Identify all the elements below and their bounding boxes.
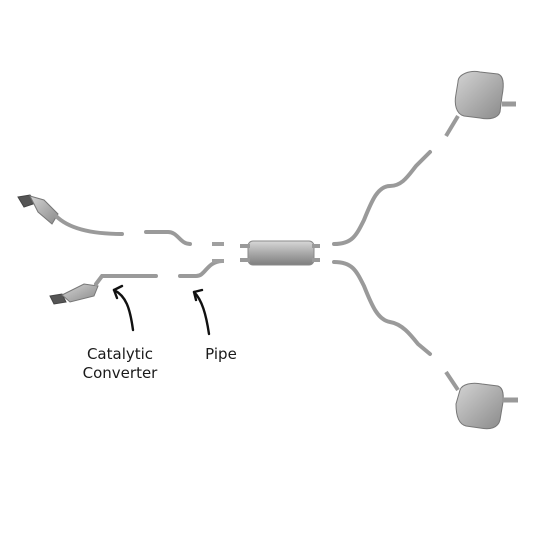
short-pipe-sections bbox=[212, 242, 224, 263]
upper-tailpipe bbox=[332, 150, 432, 246]
catalytic-label-line2: Converter bbox=[82, 364, 158, 382]
catalytic-converter-arrow bbox=[112, 284, 135, 332]
lower-catalytic-converter bbox=[49, 274, 158, 305]
upper-connecting-pipe bbox=[144, 230, 192, 246]
pipe-arrow bbox=[192, 288, 211, 336]
catalytic-label-line1: Catalytic bbox=[86, 345, 154, 363]
pipe-label: Pipe bbox=[205, 345, 237, 363]
lower-tailpipe bbox=[332, 260, 432, 356]
center-resonator bbox=[240, 240, 320, 266]
catalytic-converter-label: Catalytic Converter bbox=[70, 345, 170, 383]
lower-muffler bbox=[444, 370, 518, 430]
lower-connecting-pipe bbox=[178, 259, 224, 278]
upper-catalytic-converter bbox=[17, 194, 124, 236]
upper-muffler bbox=[444, 71, 516, 138]
